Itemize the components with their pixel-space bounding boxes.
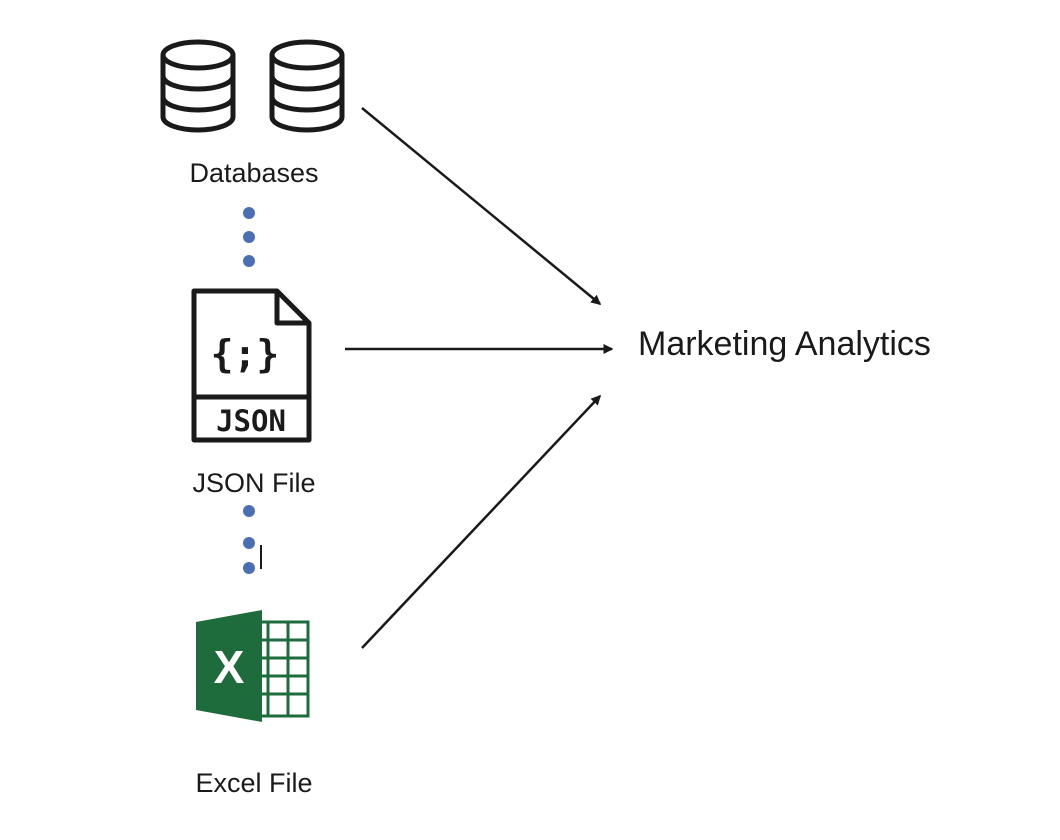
connector-dot <box>243 562 255 574</box>
arrow-databases-to-analytics <box>361 107 602 305</box>
connector-dot <box>243 207 255 219</box>
excel-icon: X <box>196 610 310 722</box>
database-icon <box>269 39 345 133</box>
connector-dot <box>243 255 255 267</box>
excel-file-label: Excel File <box>195 768 313 798</box>
json-file-label: JSON File <box>192 468 316 498</box>
database-icon <box>160 39 236 133</box>
arrow-excel-to-analytics <box>361 394 602 649</box>
marketing-analytics-label: Marketing Analytics <box>638 325 931 363</box>
excel-x-glyph: X <box>214 641 245 693</box>
connector-dot <box>243 537 255 549</box>
text-cursor <box>260 545 262 569</box>
databases-label: Databases <box>189 158 319 188</box>
connector-dot <box>243 231 255 243</box>
connector-dot <box>243 505 255 517</box>
json-word-glyph: JSON <box>216 404 286 438</box>
json-braces-glyph: {;} <box>211 332 280 376</box>
json-file-icon: {;} JSON <box>191 288 312 443</box>
